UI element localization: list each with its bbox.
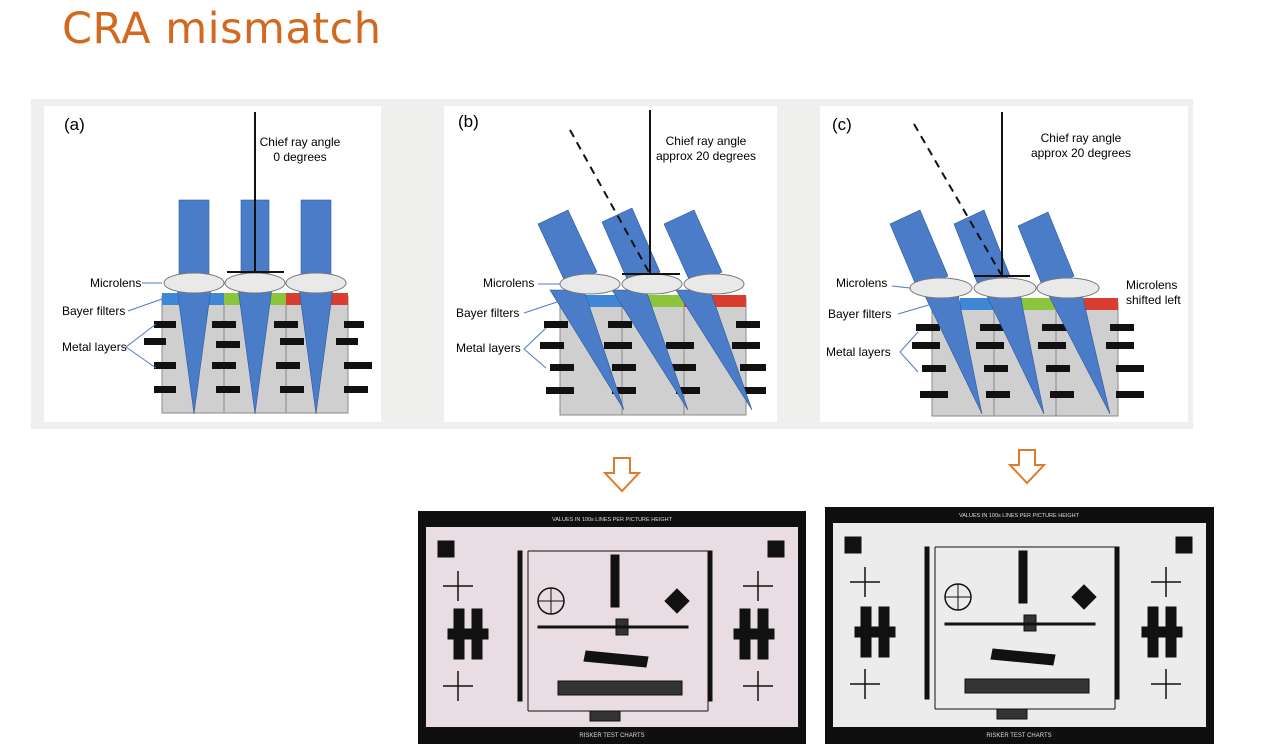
microlens-array	[909, 277, 1100, 299]
label-pointers	[125, 282, 163, 369]
bayer-label: Bayer filters	[828, 307, 891, 321]
shift-note-line2: shifted left	[1126, 293, 1181, 307]
chief-ray	[569, 110, 680, 275]
panel-letter: (c)	[832, 115, 852, 134]
microlens-label: Microlens	[483, 276, 534, 290]
microlens-array	[163, 272, 347, 294]
cra-label-line2: approx 20 degrees	[1031, 146, 1131, 160]
label-pointers	[523, 283, 561, 369]
panel-c: (c) Chief ray angle approx 20 degrees Mi…	[820, 106, 1188, 422]
test-chart-c: VALUES IN 100s LINES PER PICTURE HEIGHT …	[825, 507, 1214, 744]
down-arrow-icon	[1007, 448, 1047, 486]
chart-header: VALUES IN 100s LINES PER PICTURE HEIGHT	[552, 517, 673, 523]
light-beams	[537, 207, 753, 411]
chief-ray	[227, 112, 284, 273]
cra-label-line2: 0 degrees	[273, 150, 326, 164]
panel-letter: (a)	[64, 115, 85, 134]
panel-a: (a) Chief ray angle 0 degrees Microlens …	[44, 106, 381, 422]
chart-pattern	[844, 536, 1193, 720]
bayer-label: Bayer filters	[456, 306, 519, 320]
microlens-array	[559, 273, 745, 295]
chart-brand: RISKER TEST CHARTS	[986, 733, 1051, 739]
shift-note-line1: Microlens	[1126, 278, 1177, 292]
bayer-filter-strip	[960, 298, 1118, 310]
test-chart-b: VALUES IN 100s LINES PER PICTURE HEIGHT …	[418, 511, 806, 744]
cra-label-line1: Chief ray angle	[1041, 131, 1122, 145]
metal-layer-bars	[540, 321, 766, 394]
panel-b: (b) Chief ray angle approx 20 degrees Mi…	[444, 106, 777, 422]
metal-layer-bars	[912, 324, 1144, 398]
metal-label: Metal layers	[826, 345, 891, 359]
light-beams	[176, 199, 334, 415]
chart-pattern	[437, 540, 785, 722]
metal-label: Metal layers	[62, 340, 127, 354]
chart-brand: RISKER TEST CHARTS	[579, 733, 644, 739]
microlens-label: Microlens	[90, 276, 141, 290]
metal-layer-bars	[144, 321, 372, 393]
cra-label-line1: Chief ray angle	[260, 135, 341, 149]
chart-header: VALUES IN 100s LINES PER PICTURE HEIGHT	[959, 513, 1080, 519]
page-title: CRA mismatch	[62, 4, 382, 54]
metal-label: Metal layers	[456, 341, 521, 355]
chief-ray	[913, 112, 1030, 277]
label-pointers	[891, 285, 933, 373]
microlens-label: Microlens	[836, 276, 887, 290]
cra-label-line2: approx 20 degrees	[656, 149, 756, 163]
bayer-label: Bayer filters	[62, 304, 125, 318]
panel-letter: (b)	[458, 112, 479, 131]
down-arrow-icon	[602, 456, 642, 494]
cra-label-line1: Chief ray angle	[666, 134, 747, 148]
